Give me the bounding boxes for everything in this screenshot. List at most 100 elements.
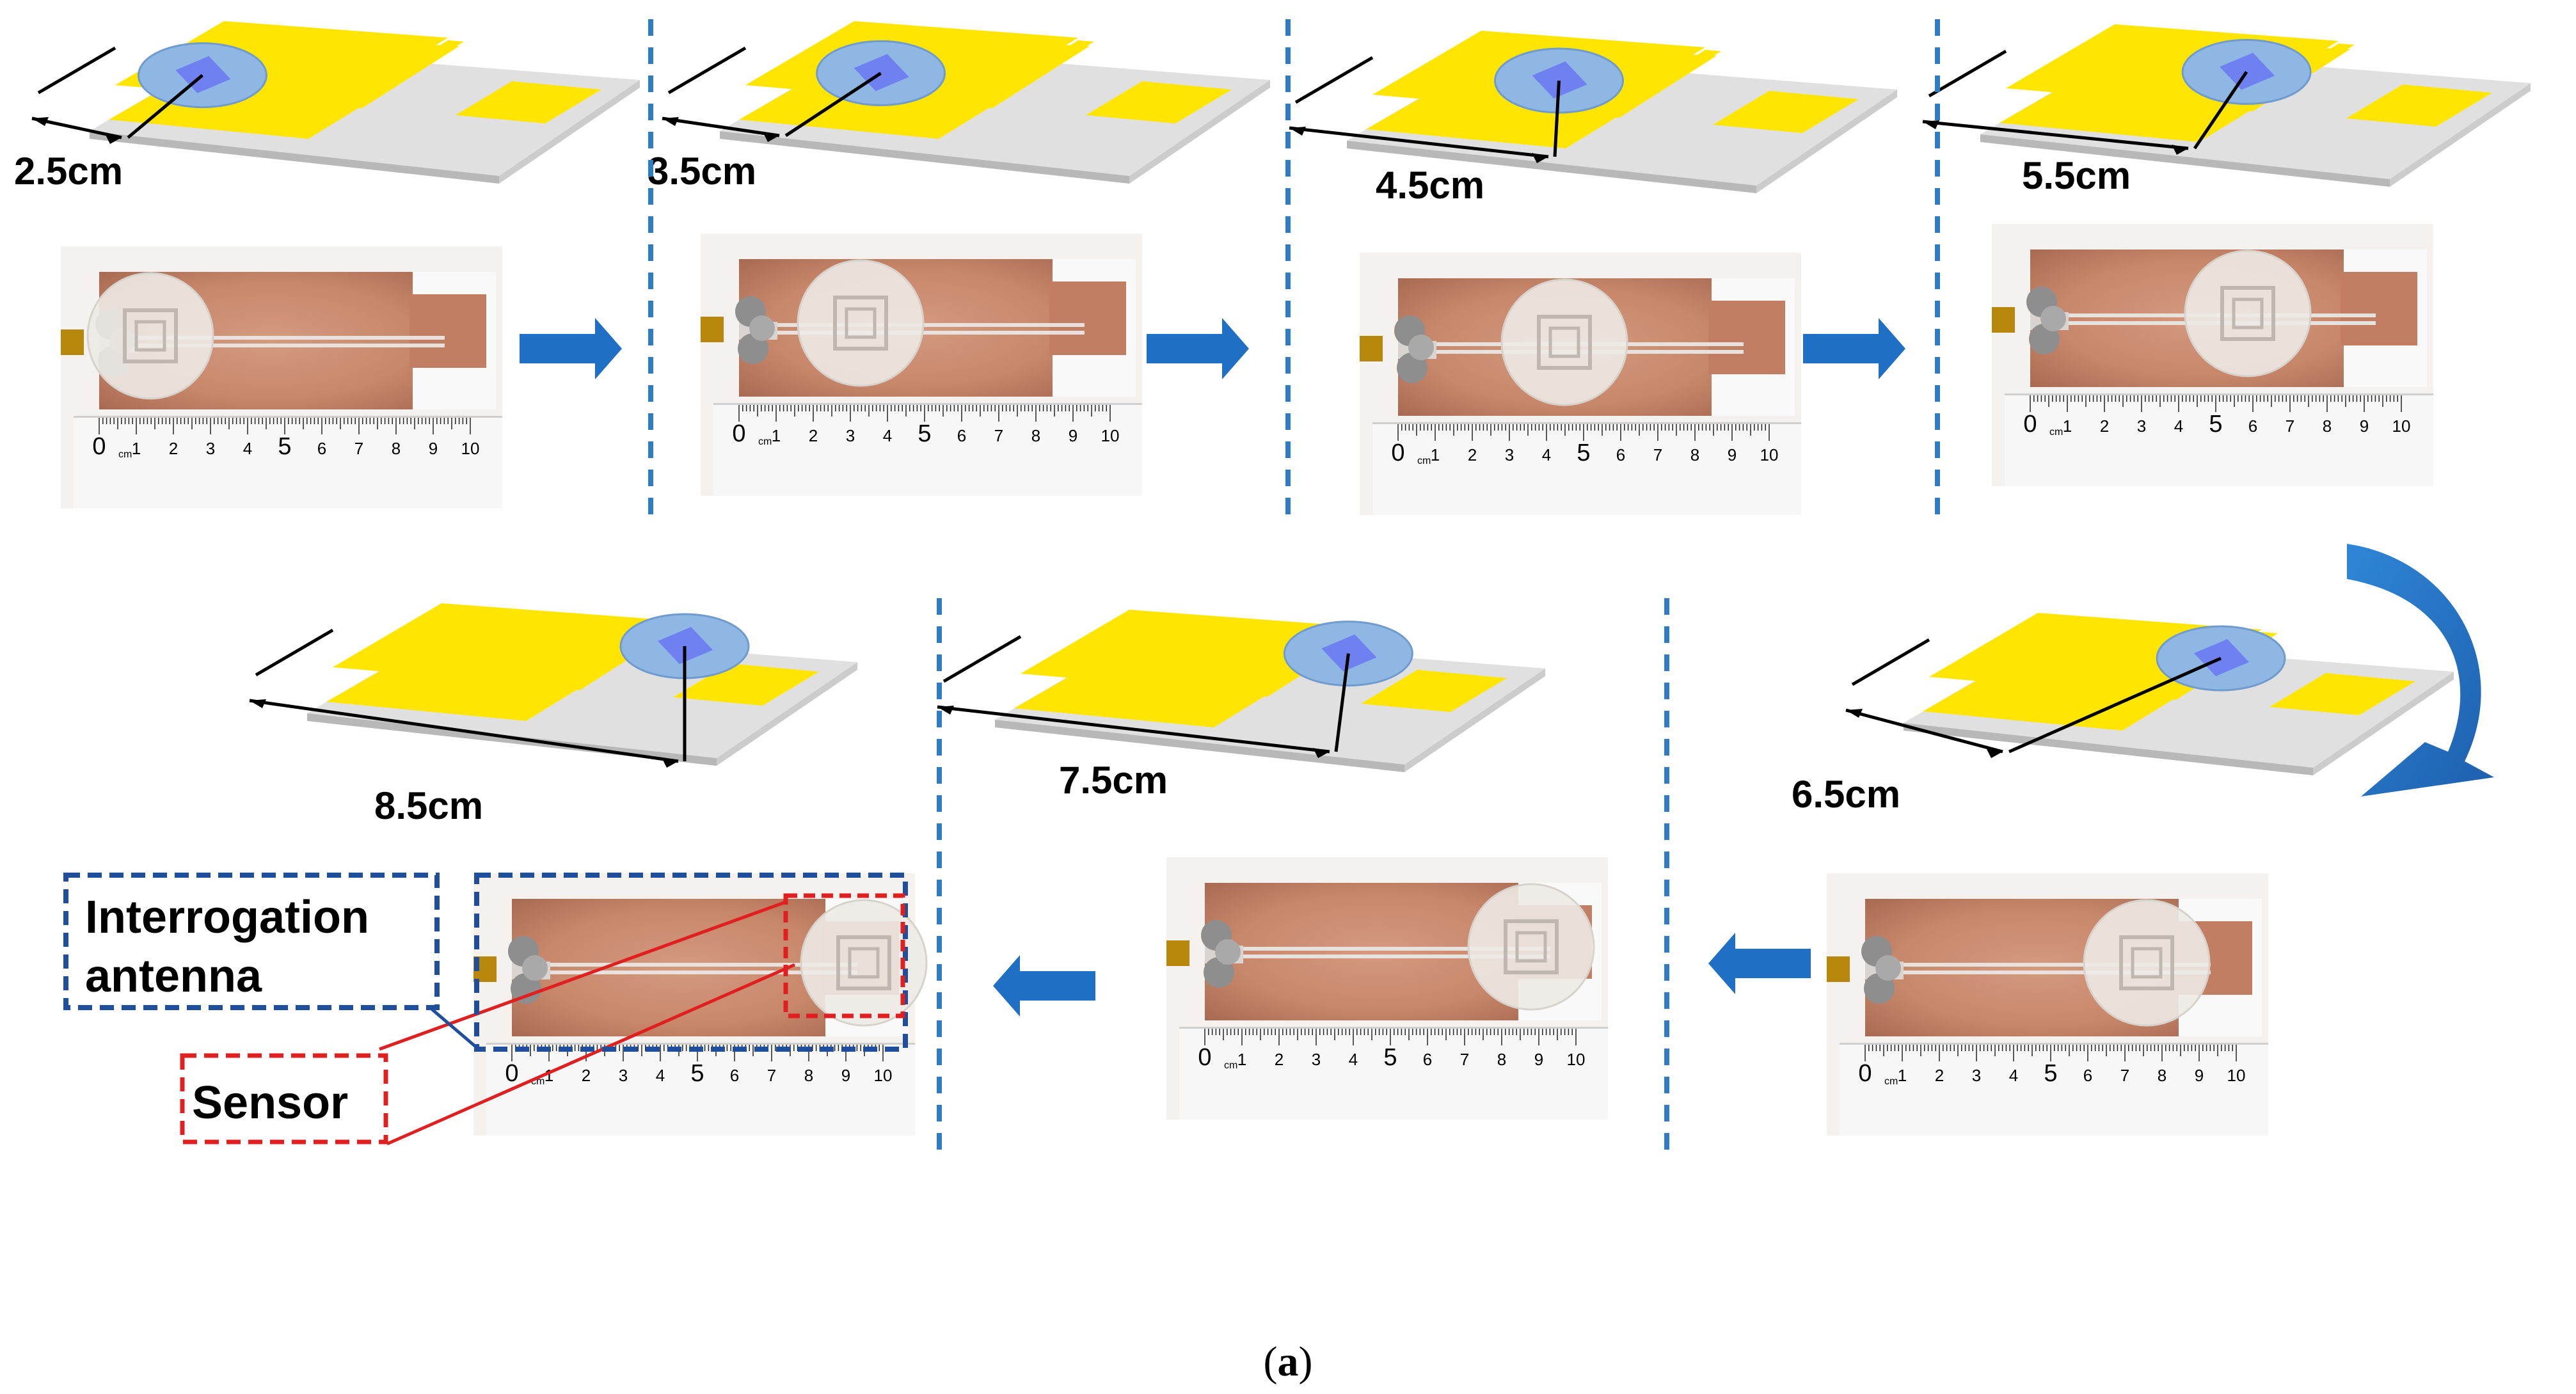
- ruler-number: 1: [1237, 1050, 1246, 1069]
- right-arrow-1: [520, 318, 622, 379]
- sensor-tag-photo: [86, 272, 214, 400]
- distance-label-4: 5.5cm: [2022, 154, 2131, 197]
- ruler-number: 10: [1101, 426, 1120, 445]
- ruler-number: 0: [1391, 440, 1404, 466]
- flow-arrows: [520, 318, 2494, 1017]
- callouts: Interrogation antenna Sensor: [63, 873, 908, 1146]
- ruler-unit: cm: [2049, 427, 2063, 438]
- ruler-number: 7: [354, 439, 363, 458]
- ruler-number: 6: [2083, 1066, 2092, 1085]
- ruler-number: 2: [1468, 445, 1477, 464]
- ruler-number: 6: [2248, 416, 2257, 436]
- dimension-arrow-5: [1845, 708, 2003, 754]
- ruler-number: 9: [1069, 426, 1077, 445]
- sensor-tag-photo: [2083, 899, 2211, 1027]
- dimension-arrow-6: [937, 705, 1330, 754]
- ruler-number: 6: [730, 1066, 739, 1085]
- left-arrow-2: [993, 955, 1095, 1017]
- ruler-number: 10: [2227, 1066, 2246, 1085]
- ruler-number: 0: [1198, 1044, 1211, 1071]
- sensor-tag-photo: [2184, 249, 2312, 377]
- ruler-number: 0: [505, 1060, 518, 1087]
- ruler-number: 7: [994, 426, 1003, 445]
- ruler-number: 0: [92, 433, 106, 460]
- sensor-core: [1532, 61, 1587, 99]
- ruler-number: 4: [2009, 1066, 2018, 1085]
- ruler-number: 8: [1497, 1050, 1506, 1069]
- ruler-number: 8: [804, 1066, 813, 1085]
- dimension-arrow-3: [1289, 126, 1549, 159]
- ruler-number: 0: [732, 420, 745, 447]
- ruler-unit: cm: [1417, 455, 1431, 466]
- ruler-number: 7: [2120, 1066, 2129, 1085]
- ruler-number: 4: [2174, 416, 2183, 436]
- antenna-photo-highlight-box: [474, 873, 908, 1052]
- ruler-number: 3: [846, 426, 855, 445]
- ruler-number: 2: [2100, 416, 2109, 436]
- right-arrow-2: [1147, 318, 1249, 379]
- ruler-number: 10: [874, 1066, 893, 1085]
- ruler-number: 2: [1935, 1066, 1944, 1085]
- sensor-tag-photo: [1500, 278, 1628, 406]
- antenna-model-2: [720, 21, 1270, 184]
- ruler-number: 9: [2360, 416, 2369, 436]
- interrogation-antenna-label-line1: Interrogation: [85, 892, 369, 943]
- sensor-tag-photo: [800, 899, 928, 1027]
- ruler-number: 2: [1275, 1050, 1284, 1069]
- interrogation-antenna-label-line2: antenna: [85, 951, 262, 1002]
- antenna-model-6: [995, 610, 1545, 772]
- ruler-number: 5: [1383, 1044, 1397, 1071]
- distance-label-2: 3.5cm: [648, 150, 756, 193]
- ruler-unit: cm: [1884, 1076, 1898, 1087]
- ruler-number: 3: [1505, 445, 1514, 464]
- distance-label-1: 2.5cm: [14, 150, 123, 193]
- sensor-core: [2220, 52, 2275, 90]
- sensor-photo-highlight-box: [783, 893, 905, 1018]
- ruler-number: 10: [461, 439, 480, 458]
- ruler-number: 1: [2063, 416, 2072, 436]
- ruler-number: 6: [957, 426, 966, 445]
- ruler-number: 0: [2023, 411, 2037, 438]
- left-arrow-1: [1708, 933, 1811, 994]
- ruler-number: 8: [392, 439, 401, 458]
- ruler-number: 10: [1760, 445, 1779, 464]
- caption-close: ): [1299, 1338, 1313, 1385]
- sensor-box: [180, 1053, 388, 1145]
- ruler-number: 3: [1972, 1066, 1981, 1085]
- ruler-number: 8: [1031, 426, 1040, 445]
- dimension-arrow-4: [1922, 120, 2189, 150]
- ruler-number: 3: [1312, 1050, 1321, 1069]
- ruler-number: 4: [656, 1066, 665, 1085]
- dashed-separators: [648, 19, 1940, 1152]
- ruler-number: 5: [278, 433, 291, 460]
- ruler-unit: cm: [118, 449, 132, 460]
- ruler-number: 6: [317, 439, 326, 458]
- caption-open: (: [1264, 1338, 1278, 1385]
- ruler-number: 5: [918, 420, 931, 447]
- sensor-core: [658, 627, 713, 664]
- sensor-label: Sensor: [192, 1077, 348, 1129]
- ruler-number: 7: [1460, 1050, 1469, 1069]
- sensor-core: [1321, 634, 1377, 672]
- sensor-tag-photo: [1467, 883, 1595, 1011]
- distance-label-7: 8.5cm: [374, 784, 483, 827]
- ruler-number: 9: [841, 1066, 850, 1085]
- ruler-number: 3: [206, 439, 215, 458]
- ruler-number: 10: [2392, 416, 2411, 436]
- distance-label-6: 7.5cm: [1059, 759, 1168, 802]
- ruler-number: 5: [1577, 440, 1590, 466]
- ruler-unit: cm: [1224, 1060, 1237, 1071]
- ruler-number: 9: [1534, 1050, 1543, 1069]
- ruler-number: 7: [2286, 416, 2294, 436]
- ruler-number: 4: [1349, 1050, 1358, 1069]
- ruler-number: 1: [1898, 1066, 1907, 1085]
- sensor-core: [175, 56, 231, 93]
- ruler-number: 5: [2209, 411, 2222, 438]
